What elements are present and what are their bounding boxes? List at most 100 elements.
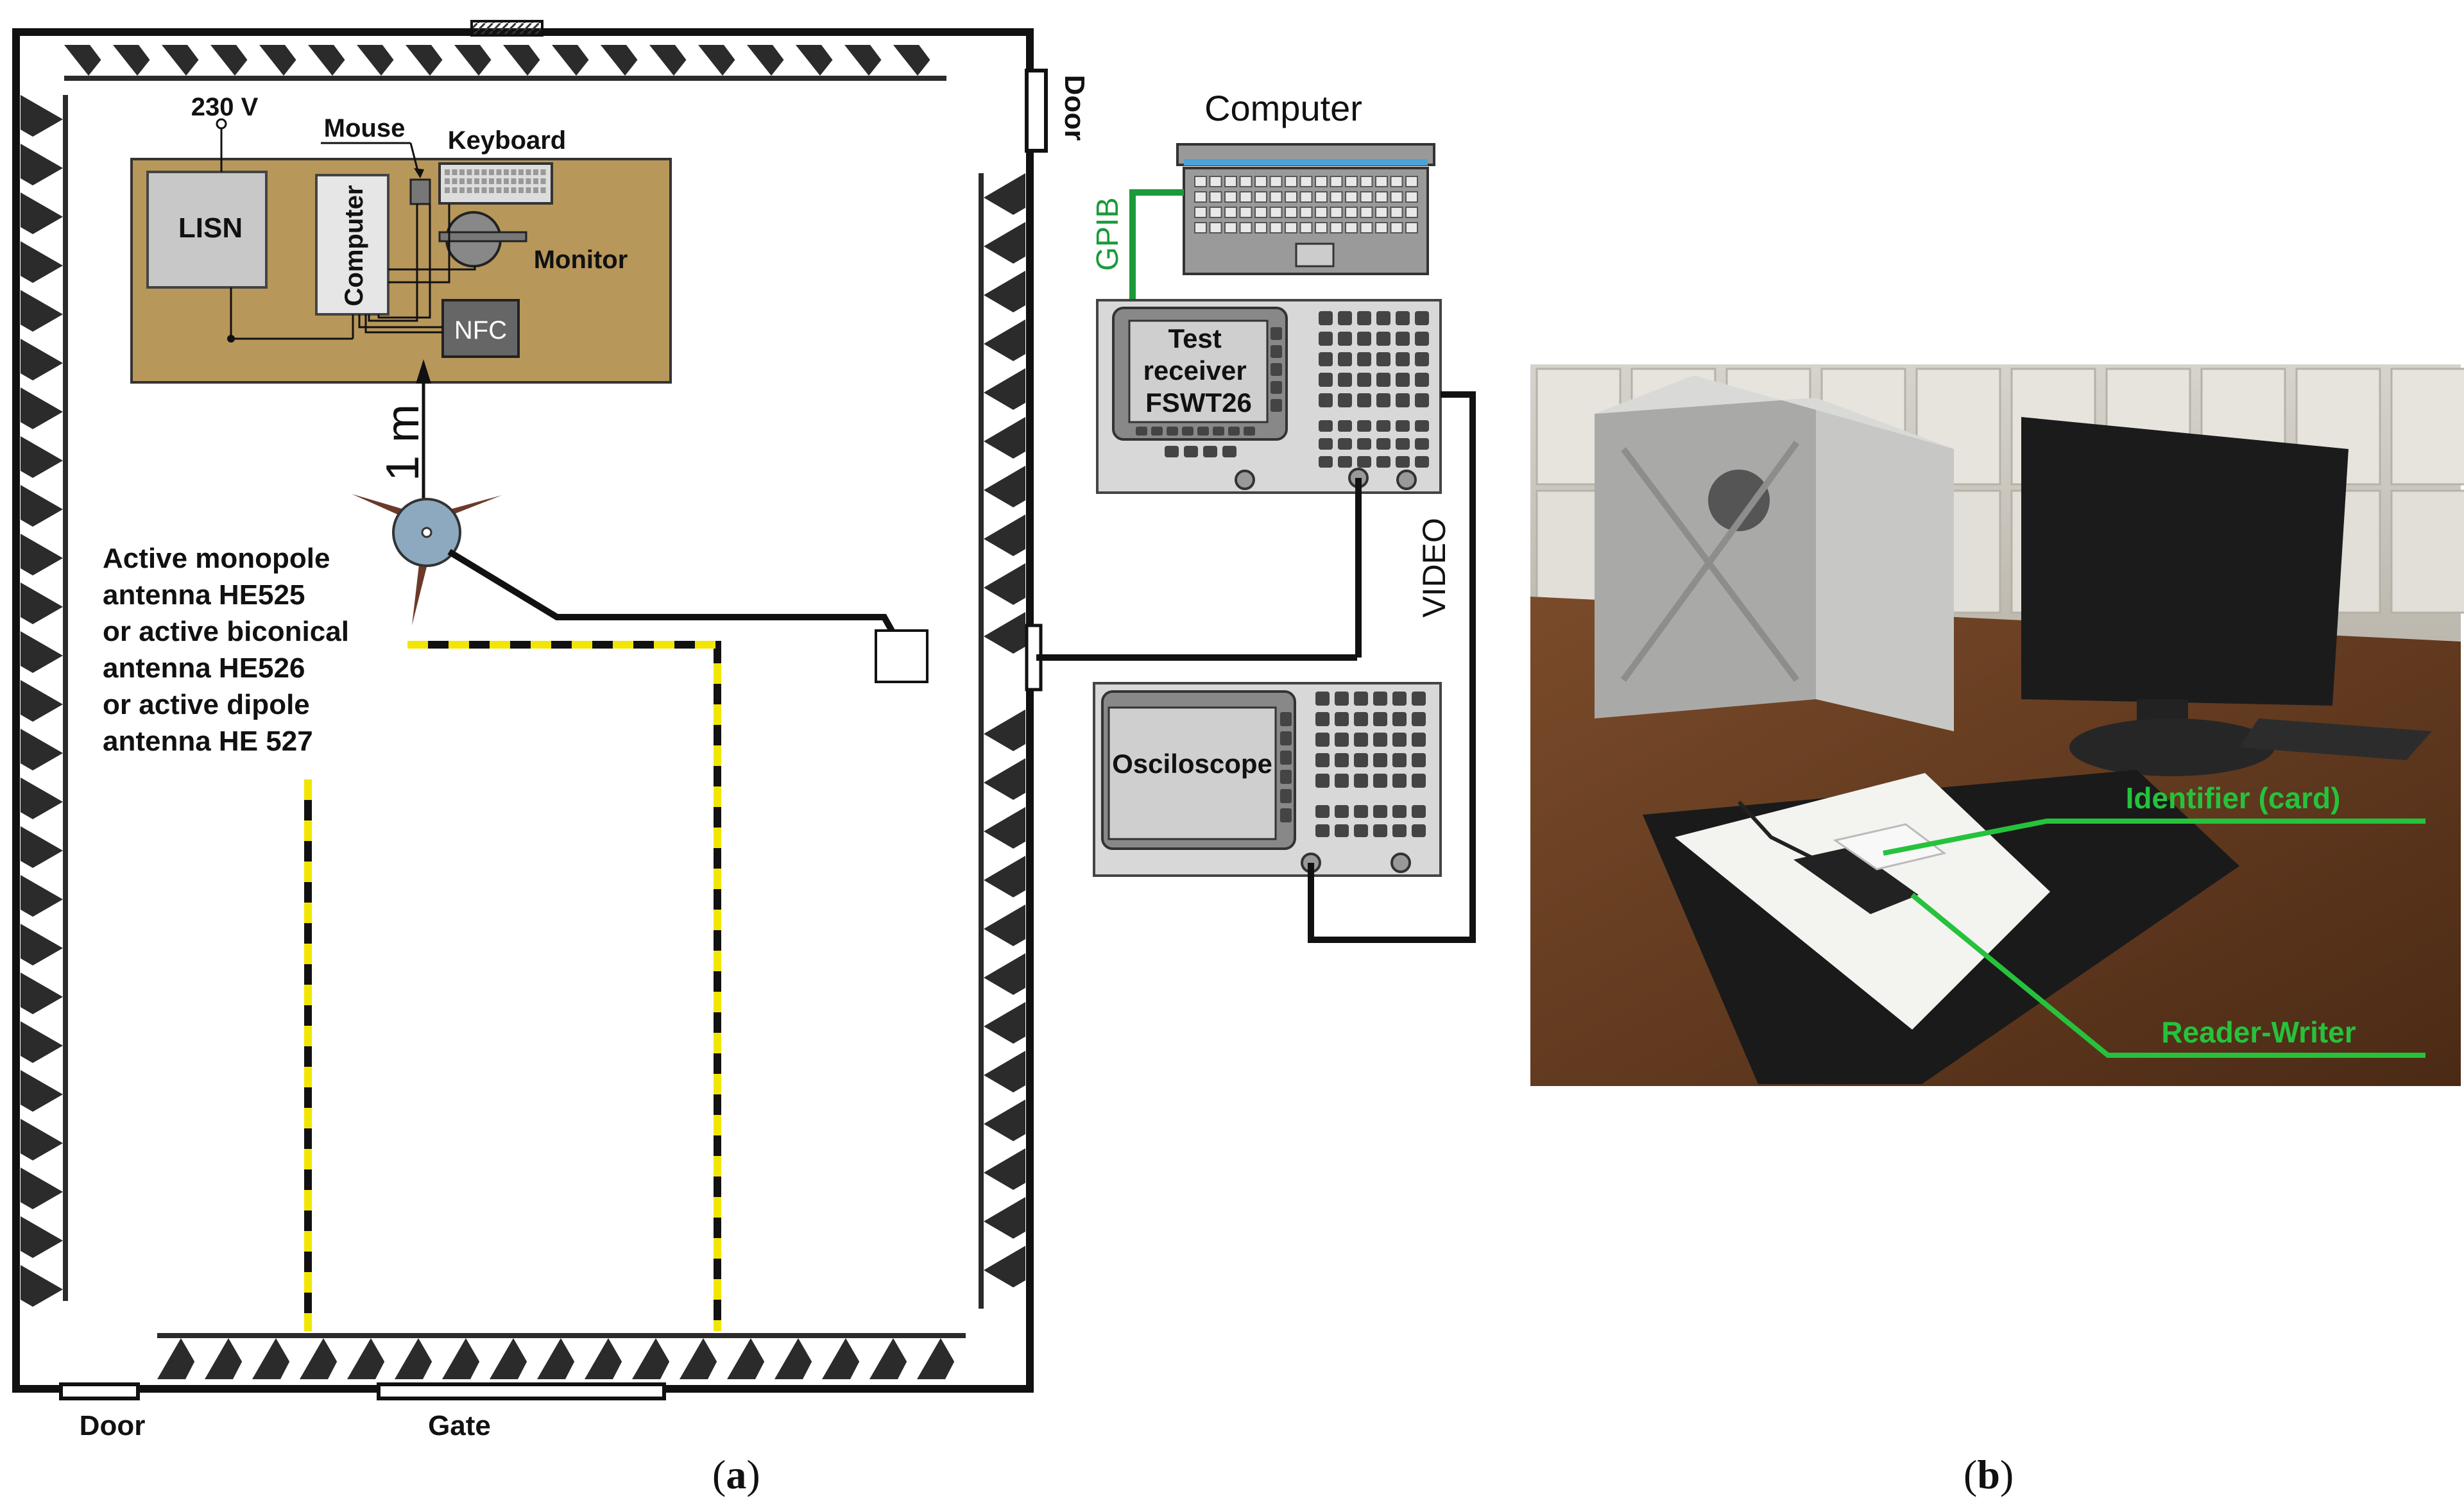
key (1315, 191, 1328, 203)
key (1319, 373, 1333, 387)
key (1405, 207, 1418, 218)
key (1194, 222, 1207, 234)
caption-a-text: a (726, 1452, 747, 1497)
key (511, 187, 517, 193)
key (1194, 191, 1207, 203)
absorber-cone (984, 319, 1025, 368)
key (1376, 352, 1390, 366)
absorber-cone (21, 582, 63, 631)
absorber-cone (984, 709, 1025, 758)
wall-panel (2390, 489, 2464, 614)
key (1373, 805, 1387, 818)
reader-leader (1910, 892, 2426, 1058)
key (481, 169, 487, 175)
key (1345, 191, 1358, 203)
absorber-cone (21, 826, 63, 875)
absorber-cone (21, 436, 63, 485)
key (1375, 207, 1388, 218)
key (1239, 176, 1253, 187)
absorber-gap (21, 1300, 45, 1328)
key (1405, 191, 1418, 203)
key (1280, 789, 1292, 803)
key (504, 187, 509, 193)
desk-monitor (2021, 417, 2432, 776)
key (474, 169, 479, 175)
key (526, 187, 531, 193)
key (1254, 222, 1267, 234)
absorber-gap (1001, 1280, 1025, 1309)
key (496, 187, 502, 193)
absorber-cone (21, 1021, 63, 1070)
reader-label: Reader-Writer (2161, 1015, 2356, 1049)
key (1222, 446, 1236, 457)
computer-table-label: Computer (340, 185, 368, 307)
key (1392, 692, 1407, 706)
key (1392, 712, 1407, 726)
keyboard-label: Keyboard (448, 126, 567, 155)
antenna-cable (447, 548, 905, 650)
key (466, 178, 472, 184)
measurement-path (304, 641, 721, 1331)
key (452, 169, 458, 175)
key (445, 169, 450, 175)
pc-tower (1595, 375, 1954, 731)
key (540, 178, 546, 184)
key (1360, 222, 1373, 234)
key (1224, 176, 1237, 187)
key (1269, 207, 1283, 218)
key (1335, 753, 1349, 767)
lisn-label: LISN (178, 212, 243, 244)
key (459, 178, 465, 184)
key (518, 169, 524, 175)
key (1254, 191, 1267, 203)
absorber-cone (21, 1070, 63, 1119)
key (1354, 733, 1368, 747)
key (1396, 420, 1410, 432)
key (1254, 207, 1267, 218)
laptop (1176, 143, 1435, 275)
key (1392, 805, 1407, 818)
key (540, 187, 546, 193)
key (1299, 207, 1313, 218)
gpib-label: GPIB (1091, 198, 1125, 271)
key (1405, 222, 1418, 234)
distance-label: 1 m (377, 404, 429, 481)
key (1392, 774, 1407, 788)
key (1345, 176, 1358, 187)
absorber-cone (984, 807, 1025, 856)
absorber-cone (984, 222, 1025, 271)
key (1330, 222, 1343, 234)
key (1360, 191, 1373, 203)
key (504, 178, 509, 184)
key (1338, 420, 1352, 432)
key (1228, 427, 1240, 436)
key (1338, 332, 1352, 346)
caption-b-text: b (1977, 1452, 2000, 1497)
key (1338, 438, 1352, 450)
key (540, 169, 546, 175)
key (1415, 311, 1429, 325)
absorber-cone (984, 1051, 1025, 1100)
key (1209, 176, 1222, 187)
key (1376, 393, 1390, 407)
key (1396, 438, 1410, 450)
absorbers-right (979, 173, 1025, 1309)
absorber-cone (984, 758, 1025, 807)
key (1376, 332, 1390, 346)
key (1285, 207, 1297, 218)
key (1315, 176, 1328, 187)
key (1354, 712, 1368, 726)
key (452, 187, 458, 193)
absorber-cone (21, 680, 63, 729)
key (1315, 692, 1330, 706)
antenna-line-1: Active monopole (103, 543, 330, 574)
absorbers-left (21, 95, 68, 1328)
lisn-junction (227, 335, 235, 343)
key (496, 169, 502, 175)
key (1390, 191, 1403, 203)
lisn-box (146, 171, 268, 289)
antenna-line-2: antenna HE525 (103, 579, 305, 611)
computer-outside-label: Computer (1204, 88, 1362, 128)
receiver-line-1: Test (1168, 323, 1222, 353)
key (1315, 712, 1330, 726)
